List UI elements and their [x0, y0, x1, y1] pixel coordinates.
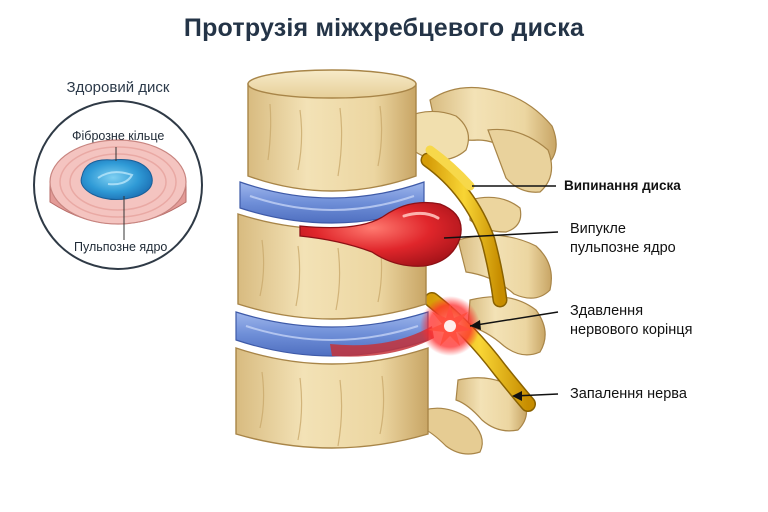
disc-nucleus: [80, 159, 153, 200]
callout-compression-line2: нервового корінця: [570, 322, 693, 338]
leader-compression: [469, 311, 559, 327]
callout-nucleus-line1: Випукле: [570, 221, 626, 237]
nucleus-label: Пульпозне ядро: [74, 240, 168, 254]
bulging-nucleus: [299, 201, 462, 267]
callout-bulge: Випинання диска: [564, 178, 681, 193]
callout-nucleus-line2: пульпозне ядро: [570, 240, 676, 256]
healthy-disc-inset: [33, 100, 203, 270]
inset-title: Здоровий диск: [66, 79, 170, 96]
callout-leaders: [443, 185, 559, 401]
leader-nucleus: [443, 231, 559, 239]
inflammation-glow: [420, 296, 480, 356]
page-title: Протрузія міжхребцевого диска: [183, 14, 585, 42]
callout-inflammation: Запалення нерва: [570, 386, 687, 402]
vertebra-top: [247, 69, 417, 192]
annulus-label: Фіброзне кільце: [72, 129, 165, 143]
callout-compression-line1: Здавлення: [570, 303, 644, 319]
posterior-processes: [401, 86, 557, 455]
callout-nucleus: Випукле пульпозне ядро: [570, 220, 676, 258]
callout-compression: Здавлення нервового корінця: [570, 302, 692, 340]
vertebra-bottom: [235, 347, 429, 449]
